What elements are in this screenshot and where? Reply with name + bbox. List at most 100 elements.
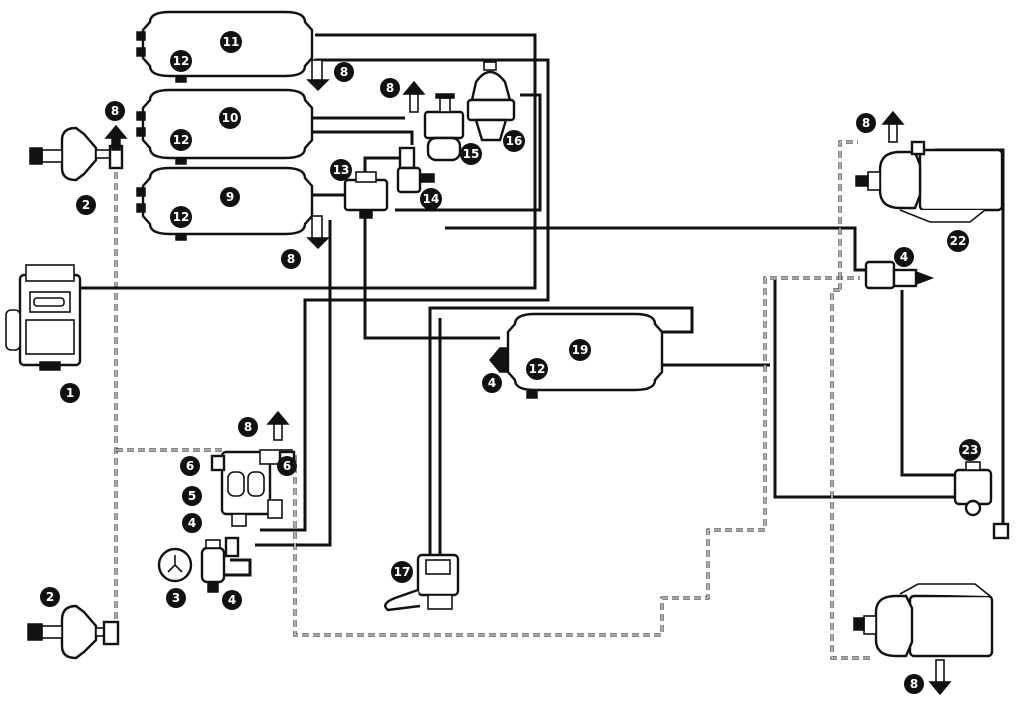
svg-text:16: 16 [506,134,523,148]
callout-14: 14 [420,188,442,210]
callout-4: 4 [222,590,242,610]
pipe-4-to-23 [900,290,960,477]
callout-4: 4 [482,373,502,393]
callout-8: 8 [856,113,876,133]
callout-19: 19 [569,339,591,361]
callout-16: 16 [503,130,525,152]
callout-10: 10 [219,107,241,129]
callout-8: 8 [238,417,258,437]
callout-4: 4 [182,513,202,533]
drain-valve-icon [881,110,905,125]
svg-text:5: 5 [188,489,196,503]
svg-text:4: 4 [900,250,908,264]
svg-text:8: 8 [340,65,348,79]
label-badges: 1 2 2 3 4 4 4 4 5 6 6 8 8 8 8 8 8 8 9 10… [40,31,981,694]
hand-brake-valve-17 [384,553,460,612]
callout-9: 9 [220,187,240,207]
callout-6: 6 [180,456,200,476]
governor-valve-16 [466,61,516,142]
callout-6: 6 [277,456,297,476]
svg-text:4: 4 [228,593,236,607]
callout-4: 4 [894,247,914,267]
callout-8: 8 [334,62,354,82]
callout-8: 8 [281,249,301,269]
drain-valve-icon [402,80,426,95]
valve-14 [396,146,435,194]
callout-2: 2 [40,587,60,607]
svg-text:8: 8 [111,104,119,118]
svg-text:12: 12 [173,54,190,68]
callout-3: 3 [166,588,186,608]
pipe-long-to-4 [445,226,870,272]
drain-valve-stem [111,137,121,151]
callout-12: 12 [170,206,192,228]
svg-text:3: 3 [172,591,180,605]
pipe-13-to-right [395,93,542,212]
pipe-valve-3-down [215,558,252,577]
svg-text:1: 1 [66,386,74,400]
svg-text:10: 10 [222,111,239,125]
relay-valve-23 [953,461,1010,540]
svg-text:13: 13 [333,163,350,177]
svg-text:4: 4 [488,376,496,390]
callout-1: 1 [60,383,80,403]
valve-4-reservoir-19 [489,347,509,373]
callout-22: 22 [947,230,969,252]
drain-valve-icons [104,59,952,696]
svg-text:8: 8 [244,420,252,434]
drain-valve-stem [311,215,323,239]
drain-valve-stem [935,659,945,683]
svg-text:12: 12 [529,362,546,376]
svg-text:8: 8 [862,116,870,130]
drain-valve-icon [104,124,128,139]
drain-valve-stem [888,123,898,143]
drain-plugs [175,75,187,241]
svg-text:2: 2 [46,590,54,604]
svg-text:8: 8 [910,677,918,691]
drain-valve-icon [928,681,952,696]
callout-13: 13 [330,159,352,181]
drain-valve-stem [273,423,283,441]
svg-text:22: 22 [950,234,967,248]
callout-15: 15 [460,143,482,165]
svg-text:8: 8 [287,252,295,266]
pipe-tank-11-return [260,58,550,532]
pipe-dashed-stepped-inner [294,277,860,636]
svg-text:4: 4 [188,516,196,530]
pipe-tank-10-b [305,130,414,145]
svg-text:15: 15 [463,147,480,161]
pipe-dashed-rear-inner [831,141,870,659]
front-brake-chamber-bottom [27,604,120,660]
svg-text:9: 9 [226,190,234,204]
spring-brake-chamber-rear [853,583,994,658]
svg-text:17: 17 [394,565,411,579]
callout-12: 12 [526,358,548,380]
valve-4-lower [200,536,240,593]
pipe-19-loop [428,306,694,555]
callout-23: 23 [959,439,981,461]
callout-8: 8 [105,101,125,121]
valve-4-right [864,260,935,290]
callout-12: 12 [170,50,192,72]
callout-8: 8 [904,674,924,694]
drain-valve-icon [306,79,330,92]
svg-text:2: 2 [82,198,90,212]
callout-5: 5 [182,486,202,506]
svg-text:11: 11 [223,35,240,49]
svg-text:12: 12 [173,210,190,224]
callout-12: 12 [170,129,192,151]
pipe-to-23 [773,280,960,499]
svg-text:6: 6 [186,459,194,473]
svg-text:19: 19 [572,343,589,357]
callout-2: 2 [76,195,96,215]
svg-text:6: 6 [283,459,291,473]
pipe-13-to-19 [363,215,500,340]
pipe-dashed-rear [830,140,870,660]
pressure-regulator-15 [423,93,465,162]
drain-valve-icon [306,237,330,250]
pipe-network [80,33,1005,660]
svg-text:23: 23 [962,443,979,457]
svg-text:14: 14 [423,192,440,206]
pressure-gauge-3 [157,547,193,583]
